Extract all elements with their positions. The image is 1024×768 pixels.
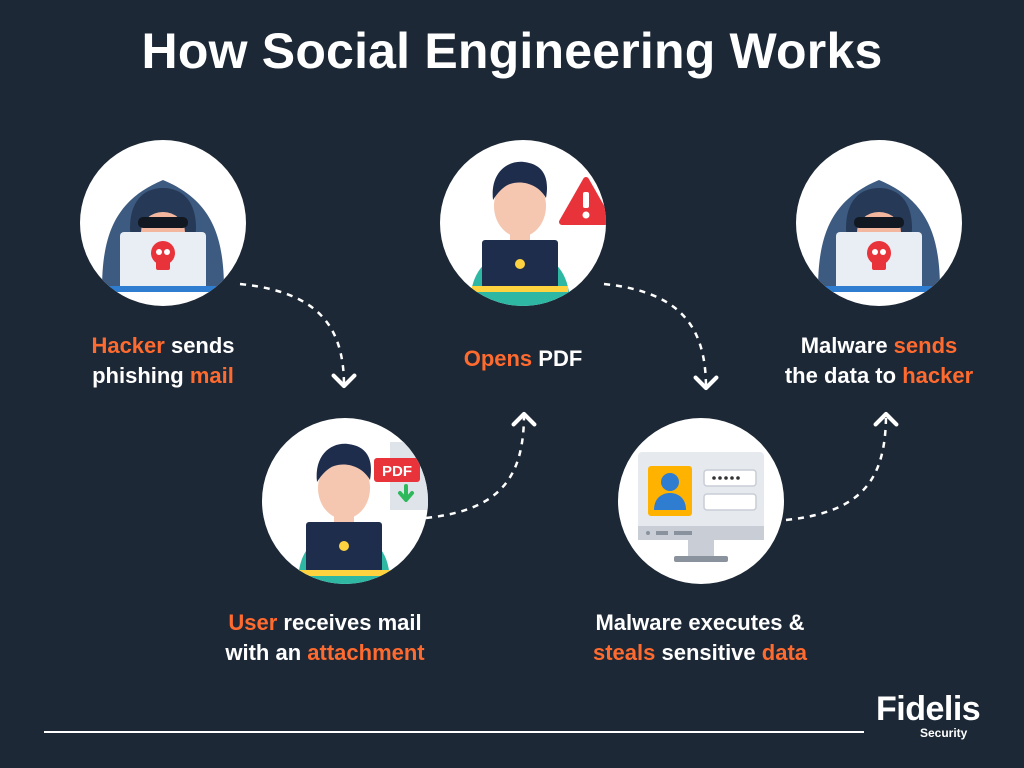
password-field-icon bbox=[703, 469, 757, 511]
caption-part: phishing bbox=[92, 363, 190, 388]
caption-part: Opens bbox=[463, 346, 533, 371]
step-caption-hacker-sends: Hacker sends phishing mail bbox=[50, 331, 276, 391]
skull-icon bbox=[867, 241, 891, 270]
arrow-user-to-opens bbox=[425, 411, 537, 520]
warning-icon bbox=[559, 177, 606, 225]
caption-part: mail bbox=[189, 363, 234, 388]
step-caption-malware-executes: Malware executes & steals sensitive data bbox=[560, 608, 840, 668]
caption-part: receives mail bbox=[277, 610, 422, 635]
step-caption-opens-pdf: Opens PDF bbox=[420, 344, 626, 374]
caption-part: sends bbox=[893, 333, 958, 358]
hacker-illustration bbox=[80, 140, 246, 306]
caption-part: data bbox=[761, 640, 808, 665]
page-title: How Social Engineering Works bbox=[141, 23, 883, 79]
logo-subtitle: Security bbox=[920, 726, 968, 740]
user-opens-pdf-illustration bbox=[440, 140, 606, 306]
caption-part: sends bbox=[164, 333, 235, 358]
logo-wordmark: Fidelis bbox=[876, 690, 981, 728]
arrow-opens-to-malware bbox=[603, 282, 719, 391]
pdf-badge: PDF bbox=[382, 463, 412, 480]
footer-divider bbox=[44, 731, 864, 733]
caption-part: the data to bbox=[784, 363, 903, 388]
caption-part: Malware bbox=[800, 333, 894, 358]
caption-part: Hacker bbox=[91, 333, 165, 358]
step-caption-user-receives: User receives mail with an attachment bbox=[195, 608, 455, 668]
caption-part: sensitive bbox=[655, 640, 762, 665]
skull-icon bbox=[151, 241, 175, 270]
arrow-malware-to-hacker bbox=[785, 411, 899, 522]
caption-part: hacker bbox=[902, 363, 974, 388]
arrow-hacker-to-user bbox=[239, 282, 357, 389]
caption-part: with an bbox=[225, 640, 308, 665]
caption-part: Malware executes & bbox=[595, 610, 805, 635]
user-profile-icon bbox=[648, 466, 692, 516]
caption-part: steals bbox=[592, 640, 656, 665]
pdf-file-icon: PDF bbox=[374, 442, 428, 510]
caption-part: attachment bbox=[307, 640, 425, 665]
caption-part: PDF bbox=[532, 346, 583, 371]
malware-executes-illustration bbox=[618, 418, 784, 584]
step-caption-malware-sends: Malware sends the data to hacker bbox=[760, 331, 998, 391]
user-receives-illustration: PDF bbox=[262, 418, 428, 584]
brand-logo: Fidelis Security bbox=[876, 690, 986, 742]
caption-part: User bbox=[228, 610, 278, 635]
hacker-receives-illustration bbox=[796, 140, 962, 306]
